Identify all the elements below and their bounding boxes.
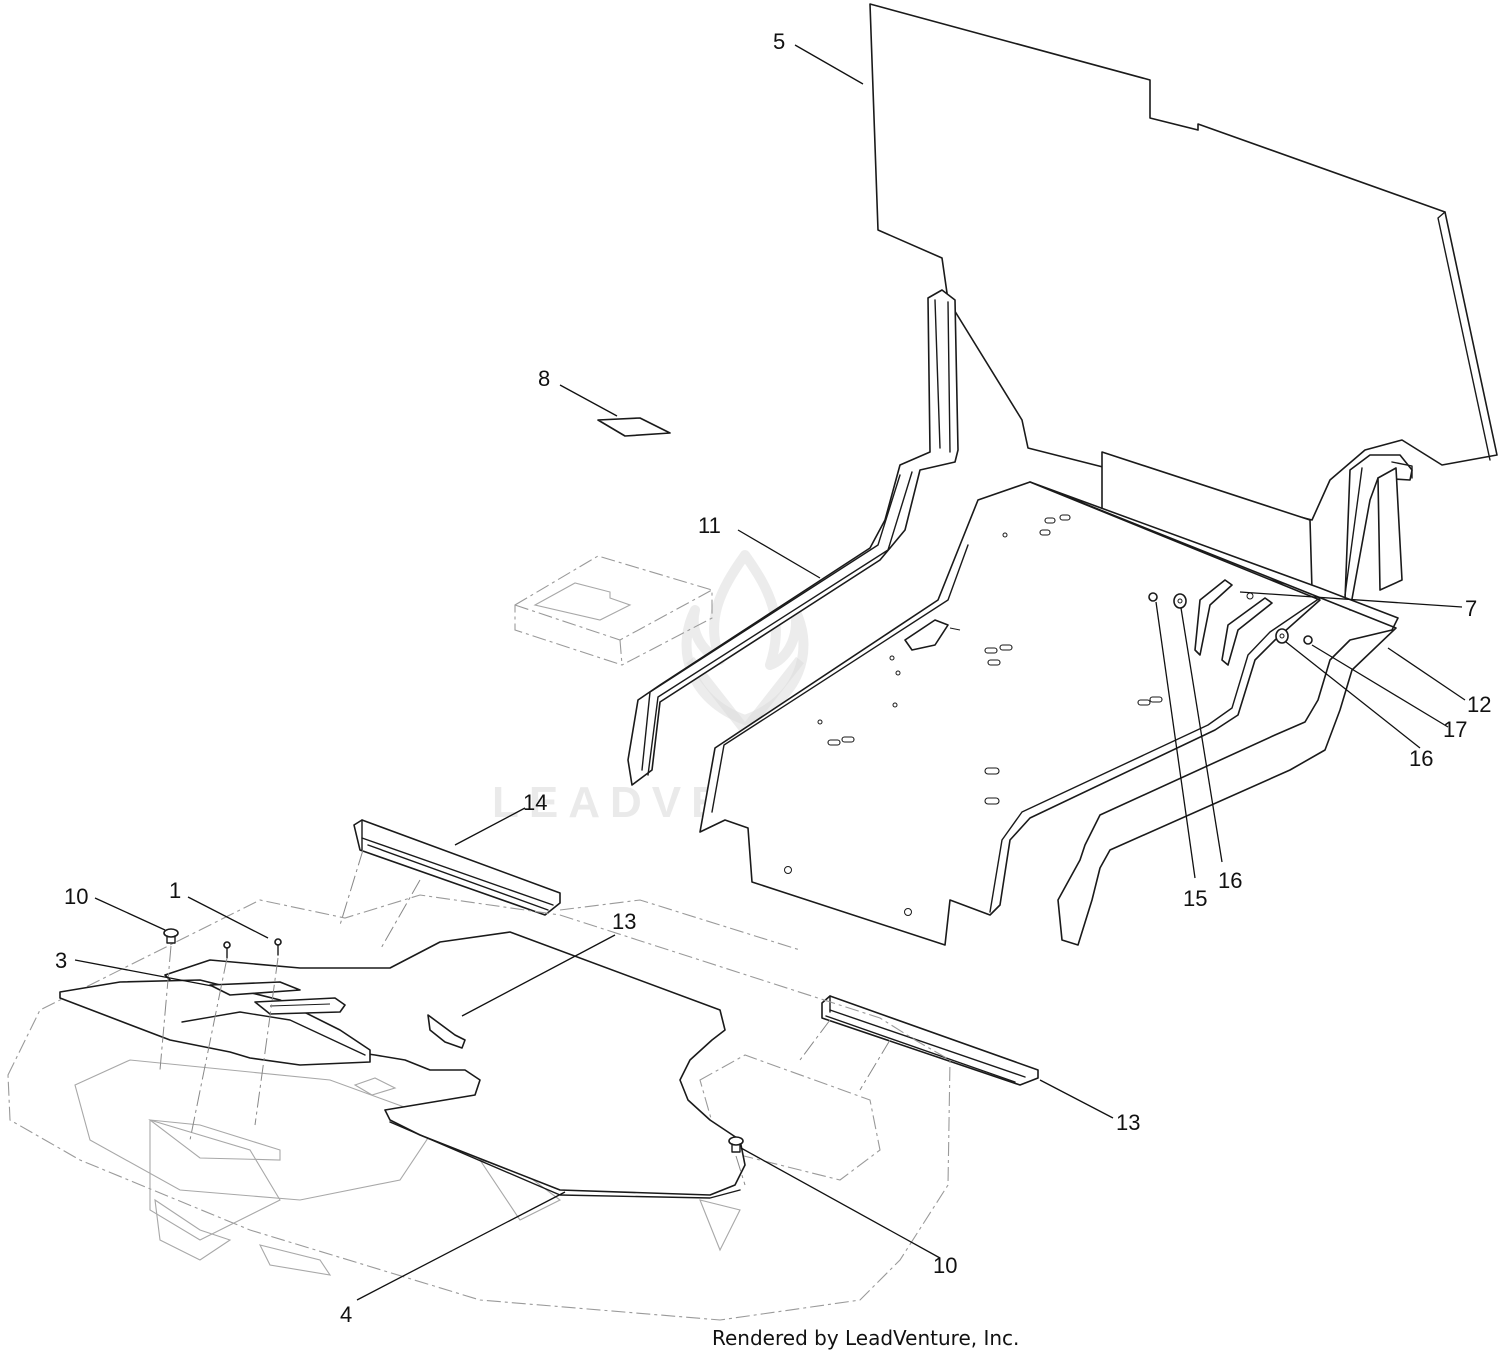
callout-3: 3	[55, 948, 67, 973]
callout-1: 1	[169, 878, 181, 903]
callout-10-right: 10	[933, 1253, 957, 1278]
part-11-left-seal	[627, 289, 959, 786]
part-12-clip	[427, 1014, 466, 1049]
part-7-brackets	[1194, 579, 1273, 666]
callouts: 5 8 11 7 12 17 16 15 16 14 10 1 3 13 13 …	[55, 29, 1491, 1327]
ghost-seat-box	[514, 555, 713, 666]
callout-14: 14	[523, 790, 547, 815]
fastener-10-right	[728, 1136, 744, 1146]
part-13-sill-strip	[821, 995, 1039, 1086]
part-11-right-seal	[1344, 454, 1413, 611]
part-10-fasteners	[163, 928, 744, 1153]
leader-lines	[74, 44, 1466, 1301]
hardware-group	[1148, 592, 1313, 645]
part-5-rear-panel	[869, 3, 1498, 591]
fastener-10-left	[163, 928, 179, 938]
callout-11-left: 11	[698, 513, 721, 538]
callout-7: 7	[1465, 596, 1477, 621]
callout-16-right: 16	[1409, 746, 1433, 771]
callout-4: 4	[340, 1302, 352, 1327]
callout-10-left: 10	[64, 884, 88, 909]
assembly-lines	[159, 849, 891, 1186]
part-14-sill-strip	[353, 819, 561, 916]
part-1-screws	[223, 938, 282, 959]
callout-12: 13	[612, 909, 636, 934]
part-8-decal	[597, 417, 671, 437]
callout-5: 5	[773, 29, 785, 54]
nut-17	[1303, 635, 1313, 645]
callout-11-right: 12	[1467, 692, 1491, 717]
callout-8: 8	[538, 366, 550, 391]
render-credit: Rendered by LeadVenture, Inc.	[712, 1326, 1020, 1350]
part-4-floor-mat	[59, 931, 746, 1199]
callout-15: 15	[1183, 886, 1207, 911]
callout-13: 13	[1116, 1110, 1140, 1135]
floor-pan	[699, 481, 1399, 946]
callout-16-left: 16	[1218, 868, 1242, 893]
callout-17: 17	[1443, 717, 1467, 742]
bolt-15	[1148, 592, 1158, 602]
